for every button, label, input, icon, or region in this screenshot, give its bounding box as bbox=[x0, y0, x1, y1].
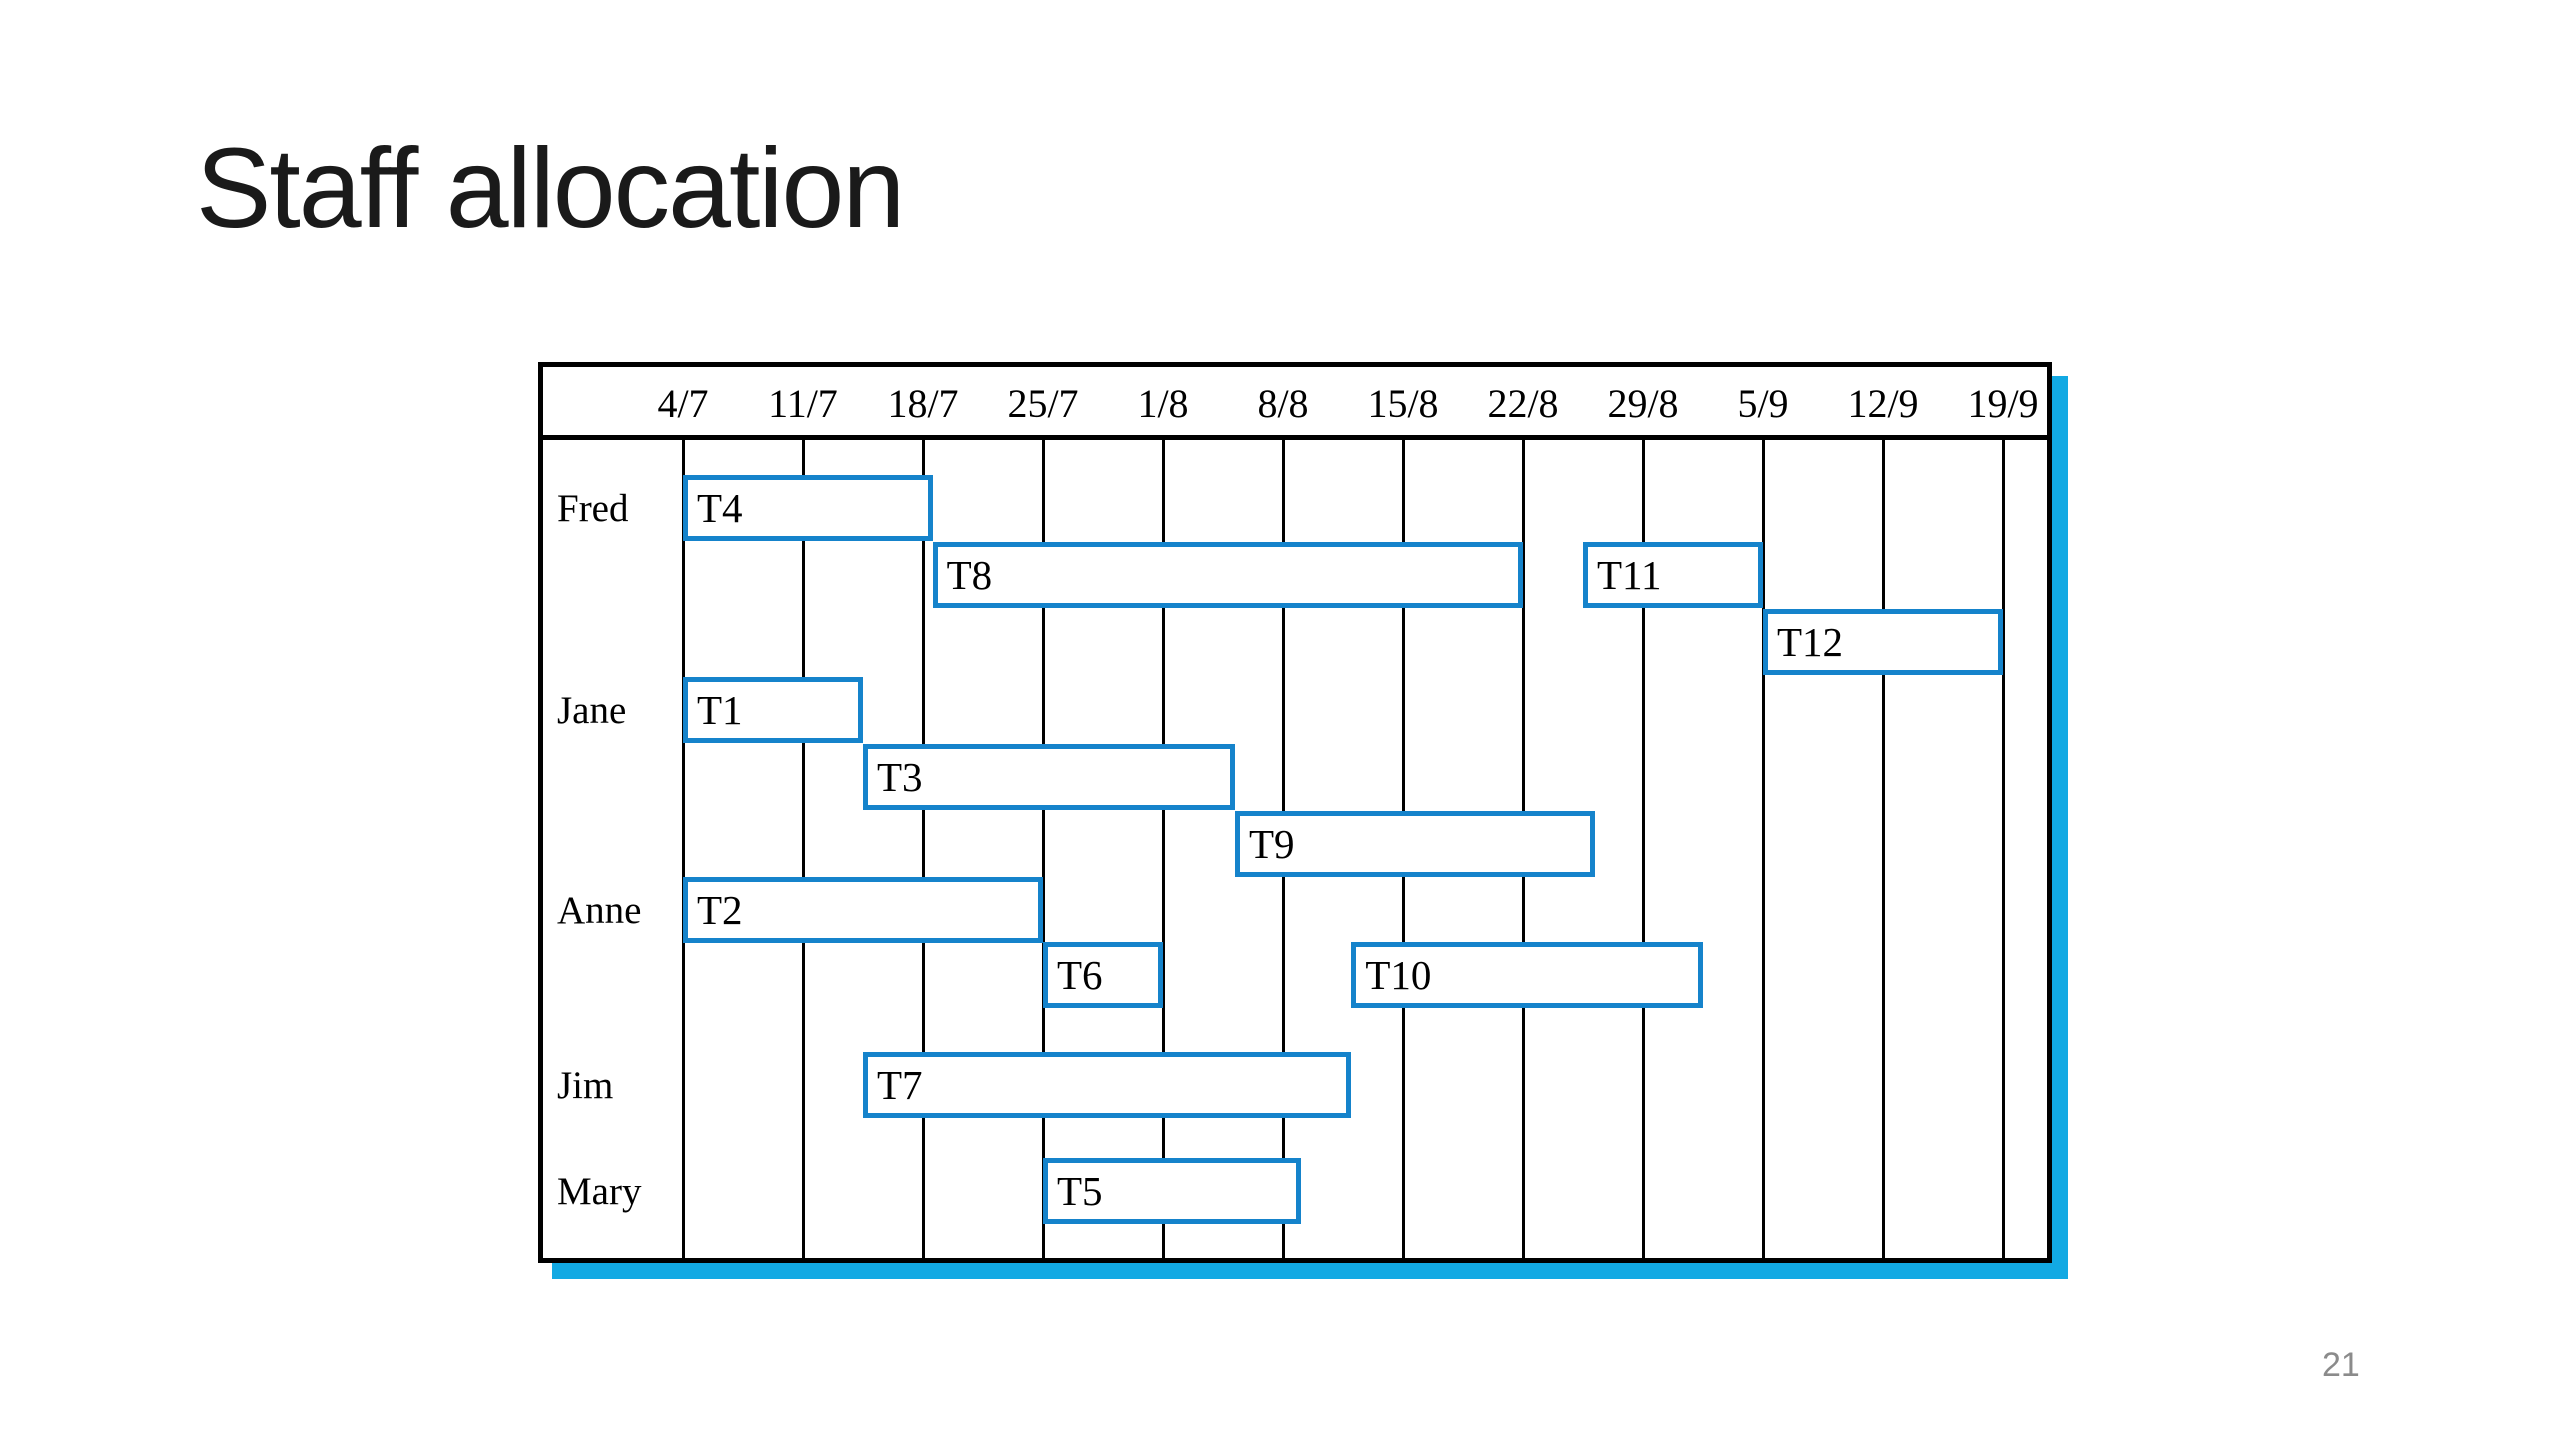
task-bar-t4: T4 bbox=[683, 475, 933, 541]
page-number: 21 bbox=[2322, 1346, 2360, 1384]
staff-row-label-fred: Fred bbox=[557, 486, 629, 530]
task-bar-t7: T7 bbox=[863, 1052, 1352, 1118]
week-gridline bbox=[1161, 440, 1165, 1258]
week-gridline bbox=[1761, 440, 1765, 1258]
task-label-t11: T11 bbox=[1597, 551, 1662, 598]
week-gridline bbox=[1641, 440, 1645, 1258]
date-tick-label: 25/7 bbox=[1007, 381, 1079, 426]
task-bar-t11: T11 bbox=[1583, 542, 1763, 608]
task-bar-t5: T5 bbox=[1043, 1158, 1301, 1224]
staff-row-label-jane: Jane bbox=[557, 688, 627, 732]
week-gridline bbox=[801, 440, 805, 1258]
chart-frame: 4/7 11/7 18/7 25/7 1/8 8/8 15/8 22/8 29/8 5/9 12/9… bbox=[538, 362, 2052, 1263]
date-tick-label: 1/8 bbox=[1137, 381, 1189, 426]
date-tick-label: 19/9 bbox=[1967, 381, 2039, 426]
task-bar-t12: T12 bbox=[1763, 609, 2003, 675]
task-label-t3: T3 bbox=[877, 753, 923, 800]
staff-allocation-gantt-chart: 4/7 11/7 18/7 25/7 1/8 8/8 15/8 22/8 29/8 5/9 12/9… bbox=[538, 362, 2068, 1279]
staff-row-label-mary: Mary bbox=[557, 1169, 642, 1213]
week-gridline bbox=[1041, 440, 1045, 1258]
task-bar-t3: T3 bbox=[863, 744, 1235, 810]
week-gridline bbox=[1881, 440, 1885, 1258]
task-bar-t10: T10 bbox=[1351, 942, 1703, 1008]
task-label-t2: T2 bbox=[697, 886, 743, 933]
week-gridline bbox=[921, 440, 925, 1258]
task-label-t12: T12 bbox=[1777, 618, 1844, 665]
task-label-t7: T7 bbox=[877, 1061, 923, 1108]
date-tick-label: 29/8 bbox=[1607, 381, 1679, 426]
task-bar-t9: T9 bbox=[1235, 811, 1595, 877]
staff-row-label-jim: Jim bbox=[557, 1063, 614, 1107]
task-label-t10: T10 bbox=[1365, 951, 1432, 998]
week-gridline bbox=[681, 440, 685, 1258]
task-bar-t2: T2 bbox=[683, 877, 1043, 943]
date-tick-label: 18/7 bbox=[887, 381, 959, 426]
task-label-t1: T1 bbox=[697, 686, 743, 733]
task-bar-t1: T1 bbox=[683, 677, 863, 743]
task-label-t8: T8 bbox=[946, 551, 993, 598]
date-tick-label: 8/8 bbox=[1257, 381, 1309, 426]
date-axis-header: 4/7 11/7 18/7 25/7 1/8 8/8 15/8 22/8 29/8 5/9 12/9… bbox=[543, 367, 2047, 440]
task-label-t6: T6 bbox=[1057, 951, 1103, 998]
task-label-t5: T5 bbox=[1057, 1167, 1103, 1214]
slide-title: Staff allocation bbox=[196, 125, 905, 251]
date-tick-label: 11/7 bbox=[768, 381, 838, 426]
task-label-t9: T9 bbox=[1249, 820, 1295, 867]
date-tick-label: 4/7 bbox=[657, 381, 709, 426]
date-tick-label: 15/8 bbox=[1367, 381, 1439, 426]
week-gridline bbox=[2001, 440, 2005, 1258]
date-tick-label: 22/8 bbox=[1487, 381, 1559, 426]
task-bar-t8: T8 bbox=[932, 542, 1523, 608]
date-tick-label: 12/9 bbox=[1847, 381, 1919, 426]
task-label-t4: T4 bbox=[697, 484, 743, 531]
date-tick-label: 5/9 bbox=[1737, 381, 1789, 426]
task-bar-t6: T6 bbox=[1043, 942, 1163, 1008]
staff-row-label-anne: Anne bbox=[557, 888, 642, 932]
